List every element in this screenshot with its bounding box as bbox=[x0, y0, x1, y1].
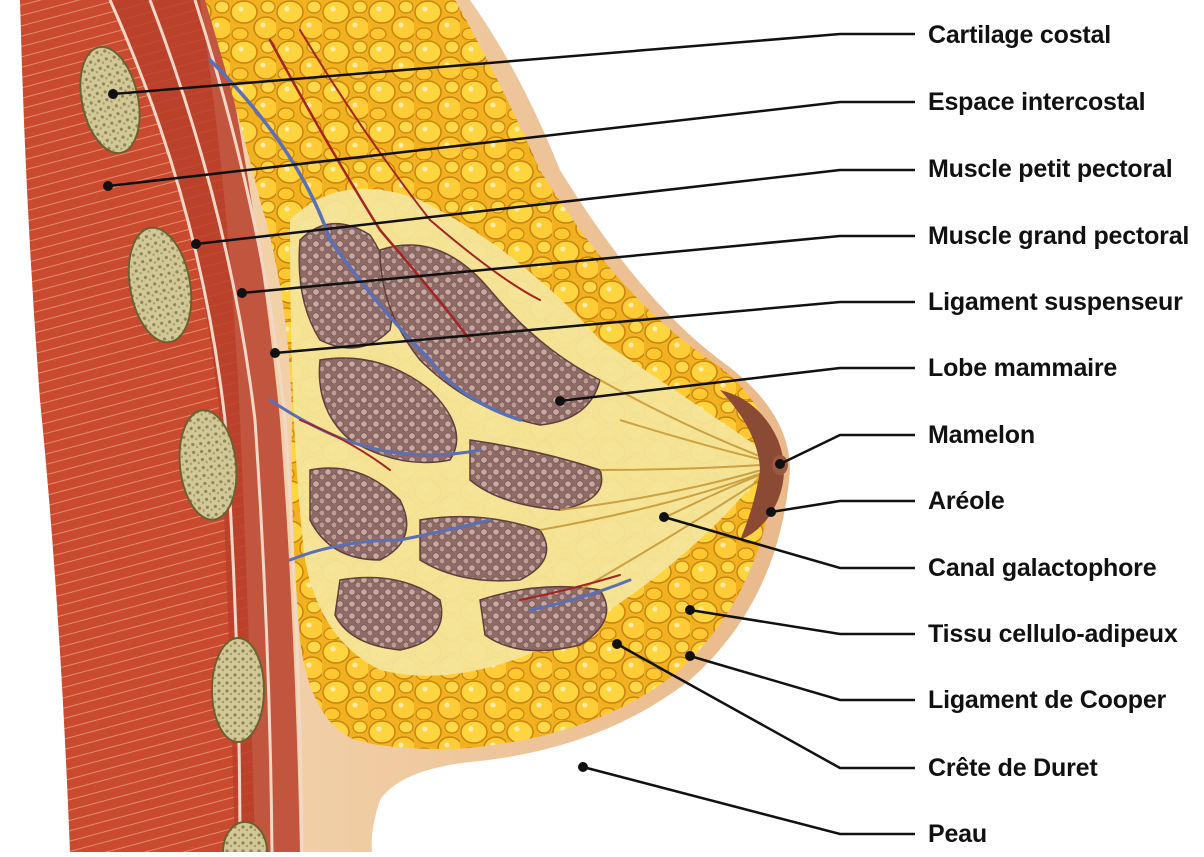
label-mamelon: Mamelon bbox=[928, 420, 1035, 450]
label-muscle-grand-pectoral: Muscle grand pectoral bbox=[928, 221, 1189, 251]
label-areole: Aréole bbox=[928, 486, 1005, 516]
label-espace-intercostal: Espace intercostal bbox=[928, 87, 1145, 117]
label-muscle-petit-pectoral: Muscle petit pectoral bbox=[928, 154, 1172, 184]
label-cartilage-costal: Cartilage costal bbox=[928, 20, 1111, 50]
label-crete-de-duret: Crête de Duret bbox=[928, 753, 1097, 783]
label-peau: Peau bbox=[928, 819, 987, 849]
label-ligament-de-cooper: Ligament de Cooper bbox=[928, 685, 1166, 715]
label-ligament-suspenseur: Ligament suspenseur bbox=[928, 287, 1183, 317]
label-tissu-cellulo-adipeux: Tissu cellulo-adipeux bbox=[928, 619, 1178, 649]
label-lobe-mammaire: Lobe mammaire bbox=[928, 353, 1117, 383]
label-canal-galactophore: Canal galactophore bbox=[928, 553, 1156, 583]
